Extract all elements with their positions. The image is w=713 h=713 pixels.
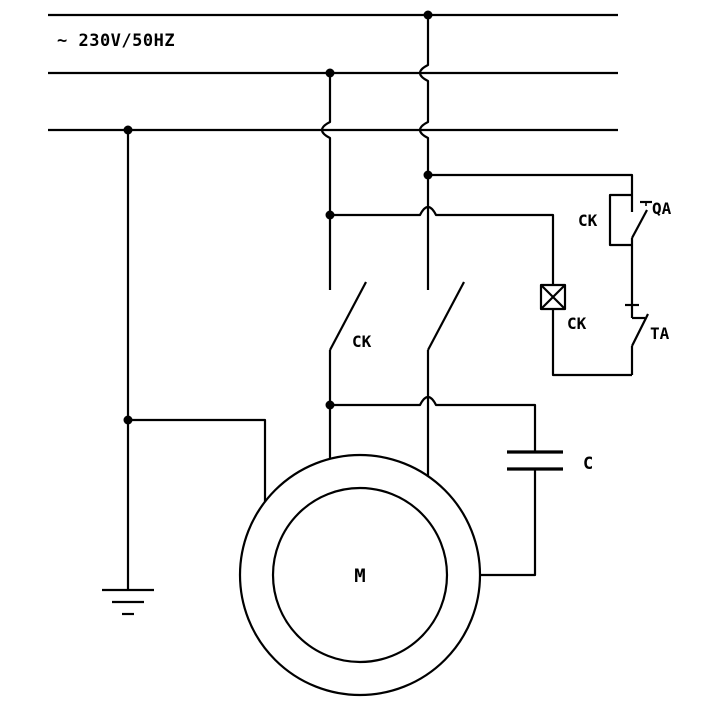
- junction-dot-coil-feed: [325, 210, 335, 220]
- phase-wire-l2-drop: [320, 73, 332, 290]
- main-contacts-ck-label: CK: [352, 332, 372, 351]
- aux-contact-ck-label: CK: [578, 211, 598, 230]
- aux-contact-bracket: [608, 193, 632, 247]
- junction-dot-capacitor-feed: [325, 400, 335, 410]
- motor-inner-circle: [271, 486, 449, 664]
- start-button-qa-label: QA: [652, 199, 672, 218]
- capacitor-to-motor-wire: [480, 469, 537, 577]
- motor-left-lead: [128, 418, 267, 502]
- qa-contact-blade: [631, 209, 648, 239]
- control-top-wire: [428, 173, 634, 195]
- coil-ck-label: CK: [567, 314, 587, 333]
- ground-symbol: [102, 588, 154, 616]
- junction-dot-motor-left: [123, 415, 133, 425]
- contact-blade-1: [329, 281, 367, 351]
- control-bottom-wire: [551, 309, 632, 377]
- phase-wire-l1-drop: [418, 15, 430, 290]
- contact-blade-2: [427, 281, 465, 351]
- capacitor-symbol: [507, 450, 563, 471]
- junction-dot-l2: [325, 68, 335, 78]
- junction-dot-l1: [423, 10, 433, 20]
- motor-m-label: M: [354, 565, 365, 587]
- motor-symbol: M: [238, 453, 482, 697]
- main-contact-ck-2: [426, 281, 465, 476]
- stop-button-ta-symbol: [625, 303, 649, 375]
- junction-dots: [123, 10, 433, 425]
- coil-feed-wire: [330, 205, 555, 285]
- coil-cross: [540, 284, 566, 310]
- main-contact-ck-1: [328, 281, 367, 459]
- stop-button-ta-label: TA: [650, 324, 670, 343]
- aux-contact-ck-symbol: [608, 193, 632, 247]
- motor-outer-circle: [238, 453, 482, 697]
- junction-dot-l3: [123, 125, 133, 135]
- junction-dot-control-feed: [423, 170, 433, 180]
- coil-ck-symbol: [539, 283, 567, 311]
- start-button-qa-symbol: [630, 195, 652, 245]
- capacitor-c-label: C: [583, 454, 594, 474]
- supply-voltage-label: ~ 230V/50HZ: [57, 31, 175, 51]
- ta-contact-blade: [631, 313, 649, 347]
- capacitor-feed-wire: [330, 395, 537, 452]
